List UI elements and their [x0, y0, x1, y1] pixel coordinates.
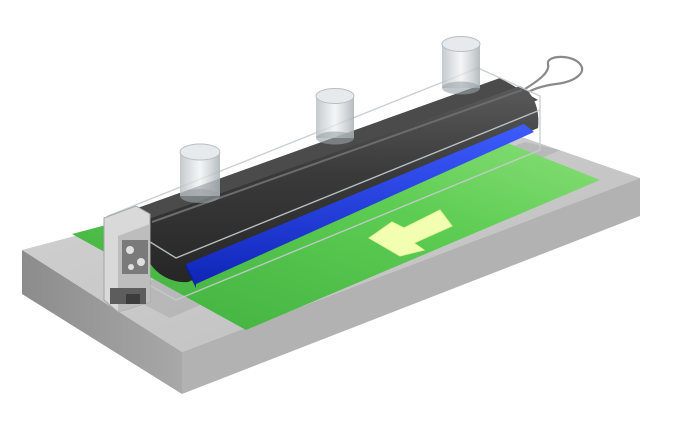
cylinder-left — [179, 143, 221, 203]
cable-loop — [519, 55, 584, 97]
end-cap-left — [103, 205, 151, 313]
emitter-strip — [186, 124, 534, 288]
cylinder-middle — [315, 88, 355, 145]
arrow-icon — [368, 209, 453, 257]
cylinder-right — [441, 36, 481, 95]
